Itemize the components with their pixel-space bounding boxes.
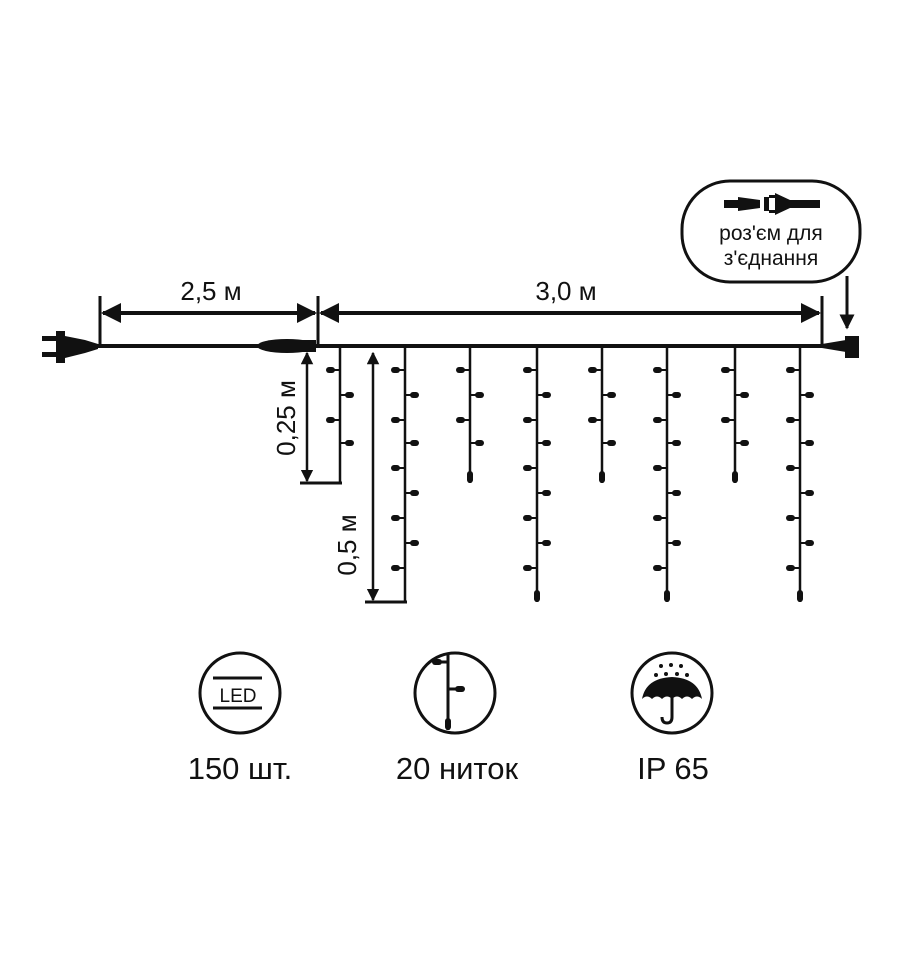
strand-end-bulb (599, 471, 605, 483)
led-bulb (391, 465, 400, 471)
led-bulb (805, 440, 814, 446)
width-label: 3,0 м (535, 276, 596, 306)
led-bulb (523, 465, 532, 471)
led-bulb (345, 392, 354, 398)
led-bulb (523, 565, 532, 571)
led-bulb (542, 440, 551, 446)
led-bulb (786, 515, 795, 521)
strand-count-label: 20 ниток (396, 751, 519, 786)
led-bulb (786, 417, 795, 423)
led-bulb (475, 440, 484, 446)
connector-callout: роз'єм для з'єднання (680, 179, 862, 284)
led-bulb (523, 367, 532, 373)
strand-end-bulb (664, 590, 670, 602)
led-bulb (410, 440, 419, 446)
led-bulb (607, 440, 616, 446)
led-bulb (326, 367, 335, 373)
led-bulb (721, 417, 730, 423)
strands (326, 346, 814, 602)
led-bulb (410, 540, 419, 546)
strand-end-bulb (797, 590, 803, 602)
led-bulb (805, 392, 814, 398)
led-bulb (391, 565, 400, 571)
led-bulb (345, 440, 354, 446)
led-bulb (410, 392, 419, 398)
led-bulb (391, 367, 400, 373)
end-connector-icon (822, 336, 859, 358)
led-bulb (653, 465, 662, 471)
main-cable (95, 344, 825, 348)
led-bulb (786, 565, 795, 571)
long-strand-label: 0,5 м (332, 514, 362, 575)
lead-length-label: 2,5 м (180, 276, 241, 306)
led-bulb (786, 367, 795, 373)
short-strand-label: 0,25 м (271, 380, 301, 456)
led-bulb (740, 392, 749, 398)
led-bulb (456, 367, 465, 373)
ip-rating-label: IP 65 (637, 751, 709, 786)
led-bulb (391, 515, 400, 521)
power-plug-icon (42, 331, 98, 363)
strand-end-bulb (467, 471, 473, 483)
led-bulb (475, 392, 484, 398)
led-bulb (653, 565, 662, 571)
led-bulb (542, 490, 551, 496)
strand-count-feature: 20 ниток (396, 651, 519, 786)
led-bulb (588, 367, 597, 373)
callout-line-2: з'єднання (724, 247, 818, 270)
led-count-feature: LED 150 шт. (188, 651, 293, 786)
led-bulb (805, 490, 814, 496)
led-bulb (653, 515, 662, 521)
led-bulb (786, 465, 795, 471)
umbrella-rain-icon (630, 651, 714, 735)
led-count-label: 150 шт. (188, 751, 293, 786)
strand-icon (413, 651, 497, 735)
led-bulb (653, 367, 662, 373)
led-bulb (326, 417, 335, 423)
led-bulb (607, 392, 616, 398)
led-bulb (721, 367, 730, 373)
led-bulb (542, 540, 551, 546)
led-bulb (542, 392, 551, 398)
led-bulb (672, 392, 681, 398)
strand-end-bulb (534, 590, 540, 602)
led-bulb (456, 417, 465, 423)
led-icon-text: LED (220, 686, 257, 707)
led-bulb (740, 440, 749, 446)
led-bulb (523, 515, 532, 521)
led-bulb (588, 417, 597, 423)
led-bulb (672, 490, 681, 496)
ip-rating-feature: IP 65 (630, 651, 714, 786)
led-icon (198, 651, 282, 735)
plug-socket-icon (724, 193, 820, 215)
led-bulb (523, 417, 532, 423)
strand-end-bulb (732, 471, 738, 483)
callout-line-1: роз'єм для (719, 222, 823, 245)
led-bulb (653, 417, 662, 423)
led-bulb (391, 417, 400, 423)
led-bulb (805, 540, 814, 546)
led-bulb (410, 490, 419, 496)
led-bulb (672, 440, 681, 446)
led-bulb (672, 540, 681, 546)
